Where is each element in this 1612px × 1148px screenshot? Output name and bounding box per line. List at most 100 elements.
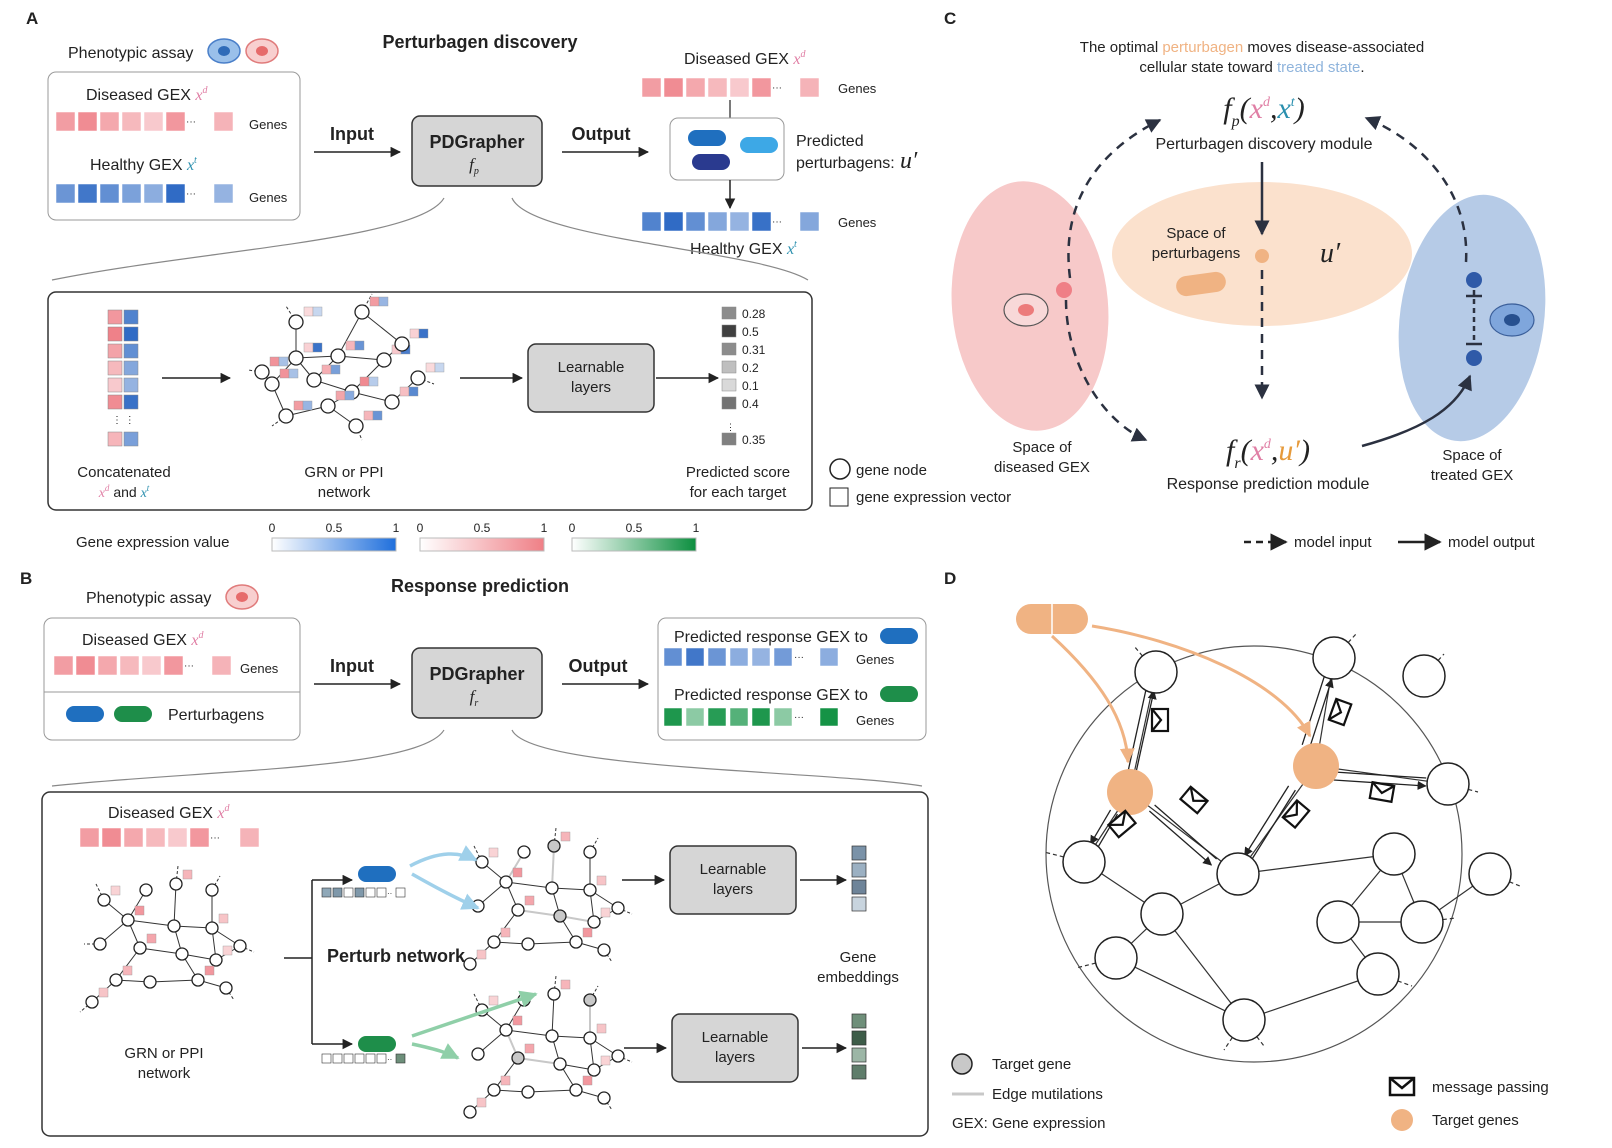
node-expr: [303, 342, 314, 353]
learnable-layers-b-top: [669, 845, 797, 915]
perturb-arrow-green-2: [411, 1042, 460, 1060]
gex-cell: [685, 211, 706, 232]
gex-cell: [53, 655, 74, 676]
message-icon: [1281, 798, 1311, 830]
message-icon: [1178, 785, 1210, 815]
perturbagen-pill-icon-c: [1176, 271, 1226, 297]
perturb-cell: [395, 887, 406, 898]
gene-node: [219, 981, 233, 995]
diseased-gex-label-b: Diseased GEX xd: [82, 630, 205, 649]
dangling-edge: [1223, 1019, 1245, 1051]
perturb-cell: [354, 1053, 365, 1064]
concat-cell-t: [123, 343, 139, 359]
input-label-a: Input: [330, 124, 374, 144]
score-swatch: [721, 306, 737, 320]
gex-cell: [707, 211, 728, 232]
gene-node: [306, 372, 322, 388]
embedding-cell: [851, 845, 867, 861]
tick-05: 0.5: [474, 521, 491, 535]
node-expr: [122, 965, 133, 976]
node-expr: [368, 376, 379, 387]
branch-lines-b: [284, 880, 313, 1044]
node-expr: [596, 1023, 607, 1034]
gex-cell: [641, 211, 662, 232]
gene-node: [1216, 852, 1260, 896]
node-expr: [345, 340, 356, 351]
message-edge: [1135, 689, 1157, 773]
gene-node: [1134, 650, 1178, 694]
legend-target-gene-label: Target gene: [992, 1056, 1071, 1073]
ellipsis: ···: [184, 661, 194, 672]
node-expr: [488, 847, 499, 858]
node-expr: [418, 328, 429, 339]
mutilated-edge: [551, 845, 555, 889]
mutilated-edge: [517, 1057, 561, 1065]
fr-to-treated-arrow: [1361, 374, 1472, 448]
gene-node: [167, 919, 181, 933]
perturb-arrow-b: [1091, 624, 1312, 738]
node-expr: [372, 410, 383, 421]
mutilated-edge: [517, 909, 561, 917]
perturb-cell: [321, 887, 332, 898]
concat-cell-d: [107, 343, 123, 359]
network-boundary-circle: [1045, 645, 1463, 1063]
panel-c: C The optimal perturbagen moves disease-…: [944, 9, 1546, 551]
gene-node: [278, 408, 294, 424]
treated-state-point: [1466, 350, 1482, 366]
ellipsis: ···: [772, 217, 782, 228]
gex-cell: [641, 77, 662, 98]
tick-0: 0: [269, 521, 276, 535]
node-expr: [560, 831, 571, 842]
space-of-treated-1: Space of: [1442, 447, 1502, 464]
gex-cell: [77, 111, 98, 132]
gex-cell: [707, 77, 728, 98]
edge: [1161, 913, 1245, 1021]
node-expr: [582, 1075, 593, 1086]
gene-node: [569, 1083, 583, 1097]
gex-cell: [729, 211, 750, 232]
gex-definition: GEX: Gene expression: [952, 1115, 1105, 1132]
node-expr: [335, 390, 346, 401]
perturb-cell: [332, 1053, 343, 1064]
message-envelope-flap: [1108, 810, 1127, 827]
tick-0: 0: [569, 521, 576, 535]
network-label-b1: GRN or PPI: [124, 1045, 203, 1062]
edge: [139, 947, 183, 955]
score-label: 0.2: [742, 361, 759, 375]
node-expr: [288, 368, 299, 379]
ellipsis: ···: [772, 83, 782, 94]
pred-resp-label-green: Predicted response GEX to: [674, 687, 868, 704]
score-ellipsis: ⋮: [726, 422, 735, 432]
learnable-label-b-bot1: Learnable: [702, 1029, 769, 1046]
message-edge-pair: [1250, 789, 1296, 861]
gex-cell: [211, 655, 232, 676]
perturb-cell: [332, 887, 343, 898]
gene-embeddings-label2: embeddings: [817, 969, 899, 986]
gene-expr-value-label: Gene expression value: [76, 534, 229, 551]
concat-cell-t: [123, 377, 139, 393]
score-label: 0.35: [742, 433, 766, 447]
node-expr: [425, 362, 436, 373]
perturb-ellipsis: ··: [387, 1055, 392, 1064]
gene-node: [394, 336, 410, 352]
concat-cell-t: [123, 431, 139, 447]
healthy-gex-out-label: Healthy GEX xt: [690, 239, 797, 258]
tick-05: 0.5: [626, 521, 643, 535]
perturb-cell: [354, 887, 365, 898]
panel-d: D Target gene Edge mutilations GEX: Gene…: [944, 569, 1549, 1132]
genes-label-a2: Genes: [249, 190, 288, 205]
genes-label-b1: Genes: [240, 661, 279, 676]
gene-node: [545, 881, 559, 895]
embedding-cell: [851, 879, 867, 895]
gex-cell: [729, 707, 749, 727]
message-edge: [1089, 809, 1112, 845]
predicted-scores: 0.280.50.310.20.10.40.35⋮: [721, 306, 766, 447]
gex-cell: [75, 655, 96, 676]
score-label: 0.28: [742, 307, 766, 321]
score-label: 0.1: [742, 379, 759, 393]
colorbar-blue: [271, 537, 397, 552]
perturbagen-point: [1255, 249, 1269, 263]
gene-node: [354, 304, 370, 320]
diseased-cell-icon-c: [1003, 293, 1049, 327]
space-of-diseased-2: diseased GEX: [994, 459, 1090, 476]
